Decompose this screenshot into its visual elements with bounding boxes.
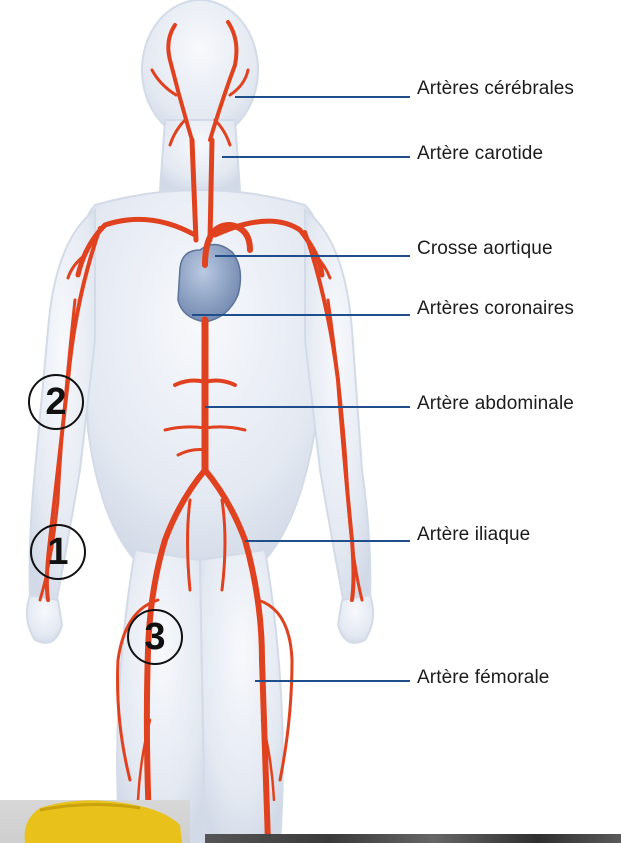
label-artere-carotide: Artère carotide bbox=[417, 143, 543, 165]
label-arteres-coronaires: Artères coronaires bbox=[417, 298, 574, 320]
yellow-object-image bbox=[0, 800, 190, 843]
photo-fragment-dark-strip bbox=[205, 834, 621, 843]
body-silhouette bbox=[27, 0, 373, 843]
label-arteres-cerebrales: Artères cérébrales bbox=[417, 78, 574, 100]
photo-fragment-yellow bbox=[0, 800, 190, 843]
marker-2: 2 bbox=[28, 374, 84, 430]
label-artere-femorale: Artère fémorale bbox=[417, 667, 549, 689]
label-artere-abdominale: Artère abdominale bbox=[417, 393, 574, 415]
label-artere-iliaque: Artère iliaque bbox=[417, 524, 530, 546]
label-crosse-aortique: Crosse aortique bbox=[417, 238, 553, 260]
marker-3: 3 bbox=[127, 609, 183, 665]
marker-1: 1 bbox=[30, 524, 86, 580]
